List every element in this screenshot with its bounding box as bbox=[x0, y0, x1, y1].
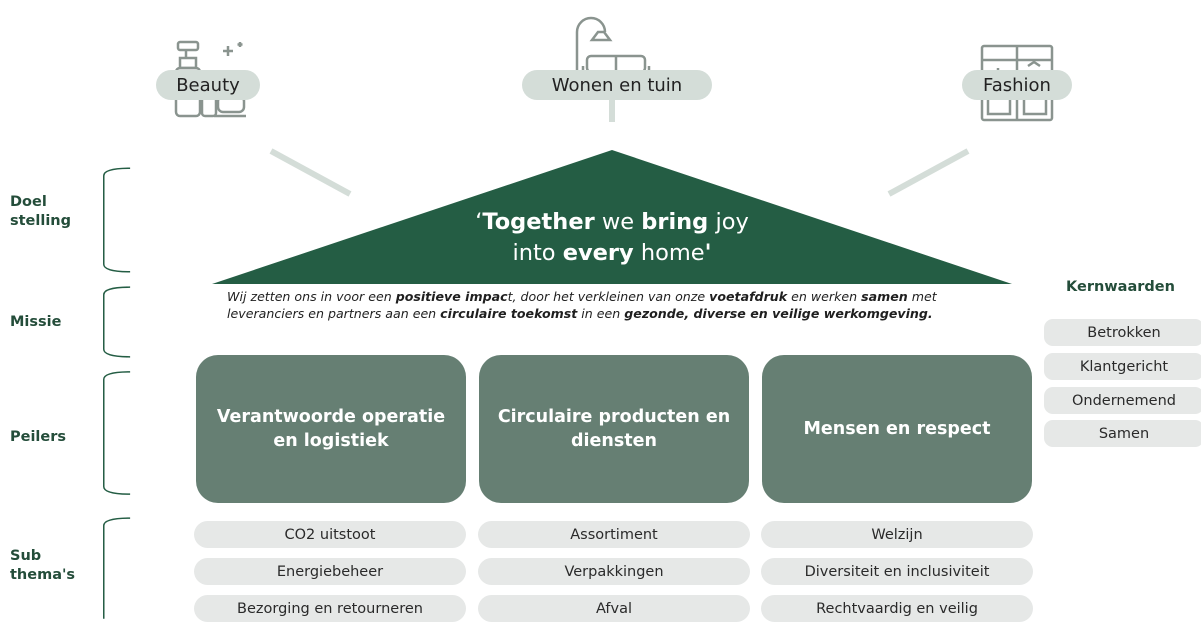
subtheme-assortiment: Assortiment bbox=[478, 521, 750, 548]
pillar-circulaire-producten: Circulaire producten en diensten bbox=[479, 355, 749, 503]
side-label-peilers: Peilers bbox=[10, 429, 67, 445]
pillar-operatie-logistiek: Verantwoorde operatie en logistiek bbox=[196, 355, 466, 503]
side-label-doelstelling: Doel stelling bbox=[10, 194, 72, 229]
subtheme-welzijn: Welzijn bbox=[761, 521, 1033, 548]
roof-triangle bbox=[212, 150, 1012, 284]
side-label-missie: Missie bbox=[10, 314, 62, 330]
subtheme-co2-uitstoot: CO2 uitstoot bbox=[194, 521, 466, 548]
connector-left bbox=[269, 148, 352, 197]
kernwaarde-samen: Samen bbox=[1044, 420, 1201, 447]
subtheme-diversiteit: Diversiteit en inclusiviteit bbox=[761, 558, 1033, 585]
category-fashion: Fashion bbox=[962, 70, 1072, 100]
kernwaarde-klantgericht: Klantgericht bbox=[1044, 353, 1201, 380]
kernwaarde-betrokken: Betrokken bbox=[1044, 319, 1201, 346]
connector-center bbox=[609, 100, 615, 122]
subtheme-energiebeheer: Energiebeheer bbox=[194, 558, 466, 585]
subtheme-afval: Afval bbox=[478, 595, 750, 622]
pillar-mensen-respect: Mensen en respect bbox=[762, 355, 1032, 503]
connector-right bbox=[887, 148, 970, 197]
subtheme-bezorging: Bezorging en retourneren bbox=[194, 595, 466, 622]
bracket-peilers bbox=[103, 371, 131, 495]
mission-text: Wij zetten ons in voor een positieve imp… bbox=[227, 289, 937, 321]
subtheme-verpakkingen: Verpakkingen bbox=[478, 558, 750, 585]
bracket-doelstelling bbox=[103, 167, 131, 273]
category-beauty: Beauty bbox=[156, 70, 260, 100]
roof-slogan: ‘Together we bring joy into every home' bbox=[475, 209, 749, 266]
bracket-subthemas bbox=[103, 517, 131, 619]
category-wonen-en-tuin: Wonen en tuin bbox=[522, 70, 712, 100]
kernwaarden-title: Kernwaarden bbox=[1066, 279, 1175, 295]
subtheme-rechtvaardig: Rechtvaardig en veilig bbox=[761, 595, 1033, 622]
side-label-subthemas: Sub thema's bbox=[10, 548, 76, 583]
kernwaarde-ondernemend: Ondernemend bbox=[1044, 387, 1201, 414]
bracket-missie bbox=[103, 286, 131, 358]
